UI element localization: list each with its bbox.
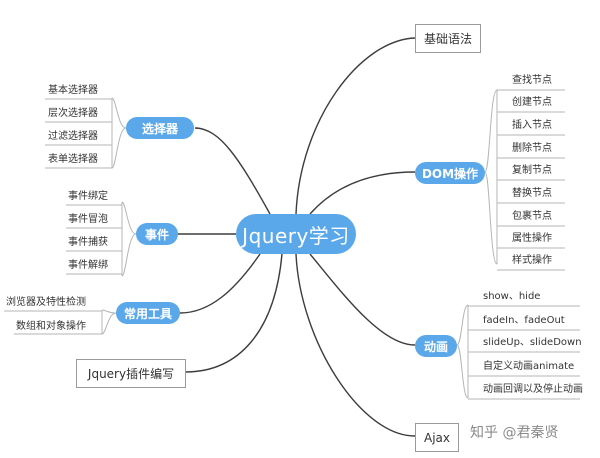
tools-item-0[interactable]: 浏览器及特性检测 (6, 297, 86, 308)
event-item-3[interactable]: 事件解绑 (68, 260, 108, 271)
animation-item-1[interactable]: fadeIn、fadeOut (483, 315, 565, 326)
connector-tools (179, 253, 261, 314)
central-node[interactable]: Jquery学习 (236, 214, 356, 254)
connector-plugin (184, 253, 283, 373)
branch-tools[interactable]: 常用工具 (116, 302, 180, 324)
branch-animation[interactable]: 动画 (415, 335, 457, 357)
selector-item-0[interactable]: 基本选择器 (48, 85, 98, 96)
selector-item-2[interactable]: 过滤选择器 (48, 131, 98, 142)
connector-selector (194, 127, 271, 215)
connector-ajax (295, 253, 416, 437)
dom-item-3[interactable]: 删除节点 (512, 143, 552, 154)
branch-ajax[interactable]: Ajax (415, 423, 459, 452)
animation-item-0[interactable]: show、hide (483, 291, 541, 302)
dom-item-0[interactable]: 查找节点 (512, 75, 552, 86)
branch-dom[interactable]: DOM操作 (415, 162, 485, 184)
animation-item-4[interactable]: 动画回调以及停止动画 (483, 384, 583, 395)
selector-item-1[interactable]: 层次选择器 (48, 108, 98, 119)
branch-basic-syntax[interactable]: 基础语法 (415, 24, 481, 53)
connector-animation (309, 253, 416, 346)
connector-syntax (295, 37, 416, 215)
branch-selector[interactable]: 选择器 (126, 117, 194, 139)
dom-item-8[interactable]: 样式操作 (512, 255, 552, 266)
event-item-2[interactable]: 事件捕获 (68, 237, 108, 248)
dom-item-7[interactable]: 属性操作 (512, 233, 552, 244)
selector-item-3[interactable]: 表单选择器 (48, 154, 98, 165)
dom-item-4[interactable]: 复制节点 (512, 165, 552, 176)
dom-item-1[interactable]: 创建节点 (512, 97, 552, 108)
branch-event[interactable]: 事件 (136, 223, 178, 245)
animation-item-2[interactable]: slideUp、slideDown (483, 337, 582, 348)
dom-item-2[interactable]: 插入节点 (512, 120, 552, 131)
animation-item-3[interactable]: 自定义动画animate (483, 361, 575, 372)
branch-plugin[interactable]: Jquery插件编写 (76, 359, 186, 388)
connector-dom (309, 171, 416, 215)
event-item-1[interactable]: 事件冒泡 (68, 214, 108, 225)
event-item-0[interactable]: 事件绑定 (68, 191, 108, 202)
dom-item-5[interactable]: 替换节点 (512, 188, 552, 199)
dom-item-6[interactable]: 包裹节点 (512, 211, 552, 222)
watermark: 知乎 @君秦贤 (470, 425, 559, 441)
tools-item-1[interactable]: 数组和对象操作 (16, 321, 86, 332)
